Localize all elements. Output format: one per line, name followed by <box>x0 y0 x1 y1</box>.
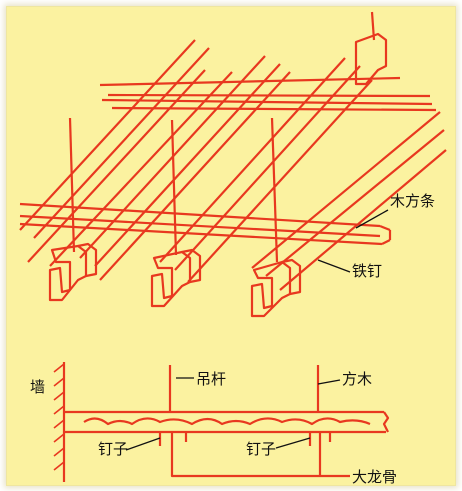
c-channels <box>48 32 388 318</box>
top-rails <box>99 76 437 112</box>
label-nail-right: 钉子 <box>246 440 276 458</box>
hanger-rods <box>68 11 376 263</box>
section-view <box>53 362 390 482</box>
label-hanger-rod: 吊杆 <box>196 370 226 388</box>
label-wood-strip: 木方条 <box>390 192 435 210</box>
wood-strip <box>19 202 392 246</box>
label-main-joist: 大龙骨 <box>352 468 397 486</box>
label-nail-left: 钉子 <box>98 440 128 458</box>
leader-lines <box>125 209 389 451</box>
label-iron-nail: 铁钉 <box>352 262 382 280</box>
label-square-timber: 方木 <box>342 370 372 388</box>
label-wall: 墙 <box>30 378 45 396</box>
